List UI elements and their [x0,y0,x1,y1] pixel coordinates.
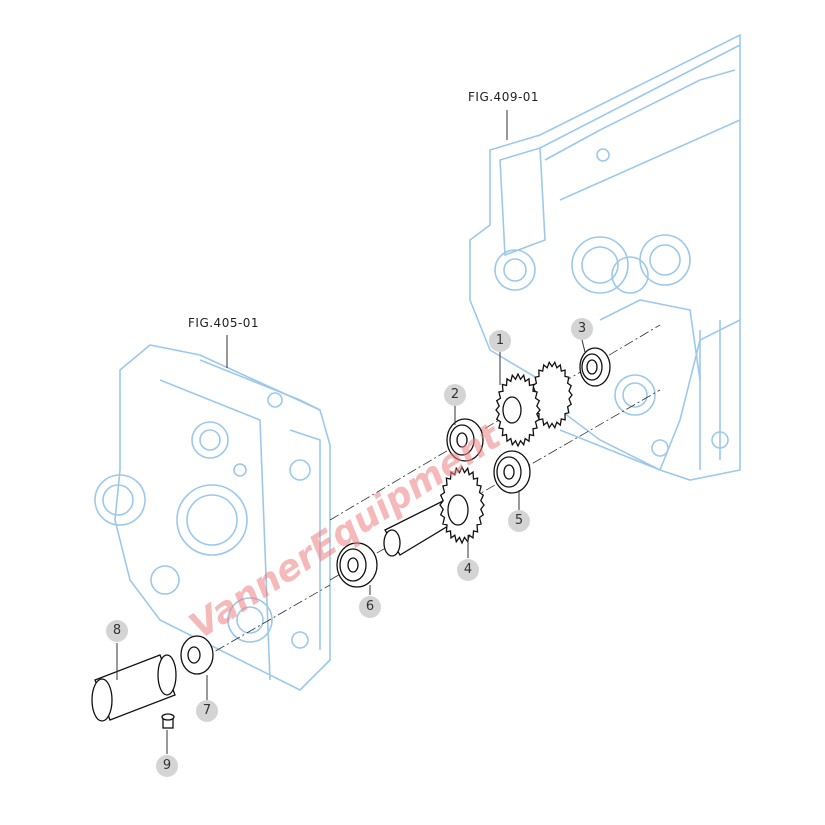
shaft-4[interactable] [383,499,459,557]
rear-transmission-housing [469,33,741,481]
callout-5[interactable]: 5 [508,510,530,532]
figure-ref-409[interactable]: FIG.409-01 [468,86,540,108]
bolt-9[interactable] [161,713,175,729]
callout-2[interactable]: 2 [444,384,466,406]
washer-7[interactable] [180,635,214,675]
figure-ref-label: FIG.405-01 [188,316,260,330]
bearing-6[interactable] [336,542,378,588]
leader-lines [116,110,586,754]
callout-6[interactable]: 6 [359,596,381,618]
figure-ref-405[interactable]: FIG.405-01 [188,312,260,334]
callout-7[interactable]: 7 [196,700,218,722]
bearing-3[interactable] [579,347,611,387]
parts-group [91,347,611,729]
callout-4[interactable]: 4 [457,559,479,581]
callout-8[interactable]: 8 [106,620,128,642]
gear-1[interactable] [495,360,573,448]
callout-3[interactable]: 3 [571,318,593,340]
bearing-2[interactable] [446,418,484,462]
sleeve-8[interactable] [91,654,177,722]
bearing-5[interactable] [493,450,531,494]
callout-9[interactable]: 9 [156,755,178,777]
figure-ref-label: FIG.409-01 [468,90,540,104]
gear-4[interactable] [439,465,485,545]
callout-1[interactable]: 1 [489,330,511,352]
front-cover-housing [94,344,331,691]
